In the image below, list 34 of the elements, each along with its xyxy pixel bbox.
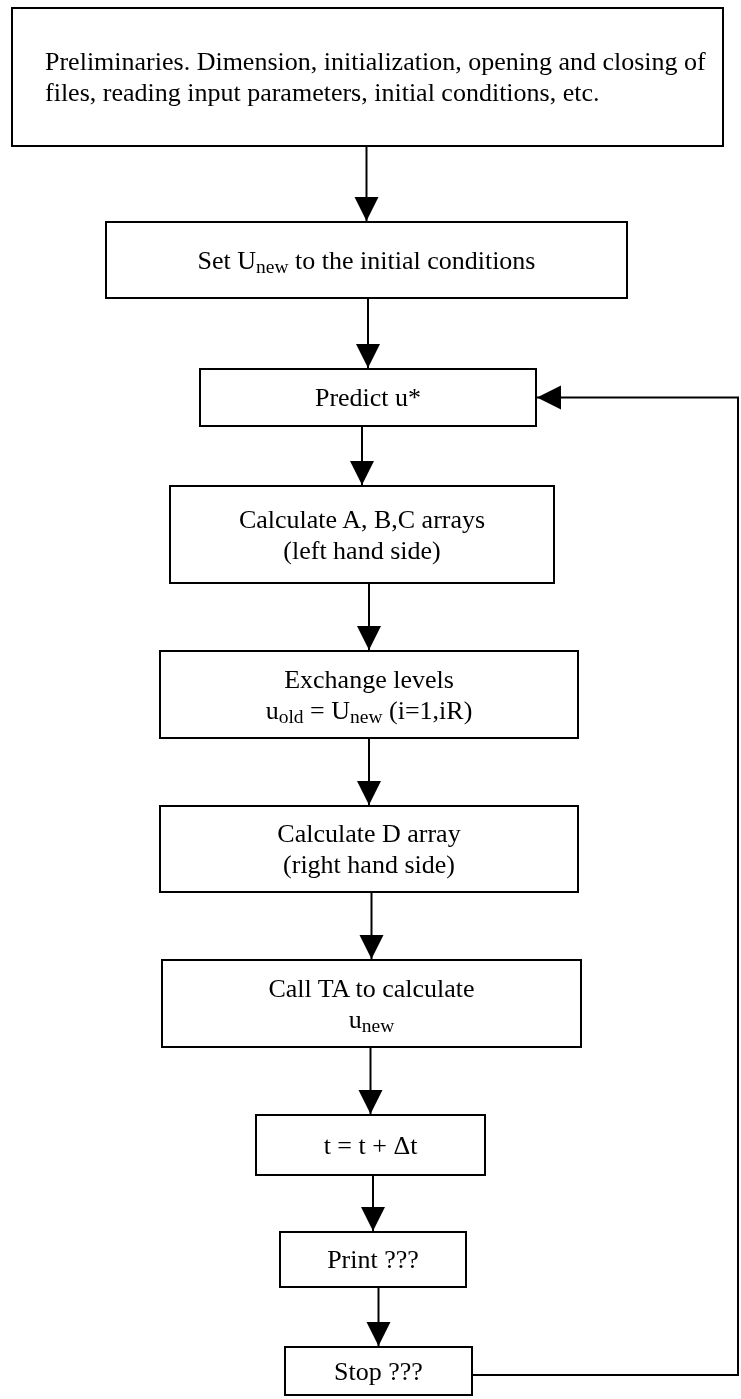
process-box [161,959,582,1048]
arrow [366,1287,391,1347]
arrow [358,1047,383,1115]
arrow [354,146,379,222]
box-text: Print ??? [327,1244,419,1275]
box-text: Predict u* [314,382,422,413]
arrow [350,426,374,486]
process-box [255,1114,486,1176]
process-box [11,7,724,147]
process-box [169,485,555,584]
process-box [105,221,628,299]
box-text: Calculate A, B,C arrays [238,503,486,535]
process-box [279,1231,467,1288]
arrow [359,892,384,960]
process-box [159,805,579,893]
arrow [472,385,739,1376]
box-text: (left hand side) [283,534,441,566]
box-text: u$_{old}$ = U$_{new}$ (i=1,iR) [265,694,473,726]
box-text: (right hand side) [283,849,455,880]
arrow [357,738,381,806]
arrow [357,583,381,651]
process-box [284,1346,473,1396]
box-text: Call TA to calculate [268,972,475,1004]
box-text: t = t + Δt [323,1129,418,1161]
arrow [361,1175,385,1232]
box-text: u$_{new}$ [348,1003,395,1035]
box-text: Preliminaries. Dimension, initialization, opening and closing of files, reading input parameters, initial conditions, etc. [45,46,707,108]
box-text: Exchange levels [284,663,454,695]
process-box [159,650,579,739]
process-box [199,368,537,427]
box-text: Stop ??? [334,1355,423,1387]
box-text: Set U$_{new}$ to the initial conditions [197,244,536,276]
arrow [356,298,380,369]
box-text: Calculate D array [277,818,461,849]
